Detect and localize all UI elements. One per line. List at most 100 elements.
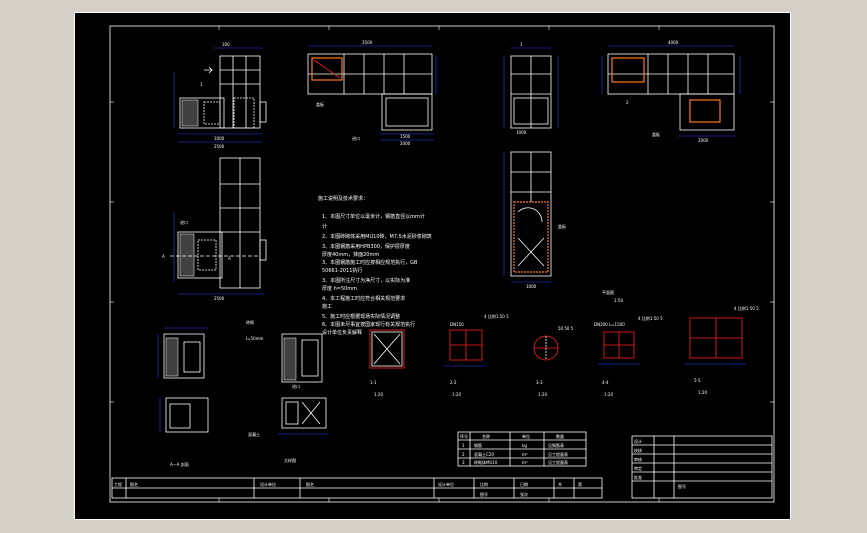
dim-text: DN150 bbox=[450, 322, 464, 327]
plan-view-2: 3500 1500 2000 盖板 进口 bbox=[307, 40, 437, 146]
plan-view-1: 100 1000 2500 1 bbox=[173, 42, 267, 149]
dim-text: 50 50 5 bbox=[558, 326, 574, 331]
dim-text: 1 bbox=[520, 42, 523, 47]
title-cell: 工程 bbox=[114, 481, 122, 487]
notes-line: 6、本图未尽事宜按国家现行有关规范执行 bbox=[322, 321, 415, 328]
dim-text: 5-5 bbox=[694, 378, 701, 383]
dim-text: 2000 bbox=[400, 141, 411, 146]
outer-frame bbox=[74, 12, 791, 520]
title-cell: 图名 bbox=[130, 481, 138, 487]
notes-title: 施工说明及技术要求： bbox=[318, 195, 368, 202]
drawing-sheet: 100 1000 2500 1 3500 1500 2000 盖板 进口 1 1… bbox=[74, 12, 791, 520]
table-cell: 见工程量表 bbox=[548, 451, 568, 457]
table-cell: 混凝土C20 bbox=[474, 451, 494, 457]
dim-text: 4-4 bbox=[602, 380, 609, 385]
notes-line: 3、本图钢筋施工时应按相应规范执行，GB bbox=[322, 259, 418, 266]
title-block-bottom: 工程 图名 设计单位 图名 设计单位 比例 日期 图号 张次 共 第 bbox=[111, 477, 603, 499]
notes-line: 设计单位负责解释 bbox=[322, 329, 362, 336]
dim-text: 盖板 bbox=[652, 131, 660, 137]
title-cell: 图号 bbox=[480, 491, 488, 497]
plan-view-3: 1 1000 bbox=[503, 42, 559, 135]
dim-text: 2500 bbox=[214, 144, 225, 149]
dim-text: 进口 bbox=[292, 383, 300, 389]
title-row-label: 审定 bbox=[634, 465, 642, 471]
plan-view-6: 1000 盖板 平面图 1:50 bbox=[503, 151, 623, 303]
dim-text: 盖板 bbox=[316, 101, 324, 107]
title-row-label: 批准 bbox=[634, 474, 642, 480]
dim-text: 4 比例1:50 5 bbox=[484, 313, 509, 319]
cad-drawing: 100 1000 2500 1 3500 1500 2000 盖板 进口 1 1… bbox=[74, 12, 791, 520]
table-header: 单位 bbox=[522, 433, 530, 439]
construction-notes: 施工说明及技术要求： 1、本图尺寸单位以毫米计，钢筋直径以mm计 计 2、本图砖… bbox=[318, 195, 432, 336]
notes-line: 计 bbox=[322, 223, 327, 230]
dim-text: 2000 bbox=[698, 138, 709, 143]
dim-text: A bbox=[162, 254, 165, 259]
dim-text: 1000 bbox=[214, 136, 225, 141]
table-cell: 3 bbox=[462, 460, 465, 465]
title-cell: 第 bbox=[578, 481, 582, 487]
dim-text: 1:20 bbox=[698, 390, 707, 395]
table-cell: 见钢筋表 bbox=[548, 442, 564, 448]
title-block-right: 设计 校核 审核 审定 批准 图号 bbox=[631, 435, 773, 499]
table-cell: 1 bbox=[462, 443, 465, 448]
dim-text: 4000 bbox=[668, 40, 679, 45]
title-cell: 张次 bbox=[520, 491, 528, 497]
detail-4: 50 50 5 3-3 1:20 bbox=[533, 326, 574, 397]
dim-text: 砖砌 bbox=[246, 319, 254, 325]
detail-1: 砖砌 I=50mm 进口 混凝土 大样图 bbox=[246, 319, 328, 463]
table-cell: 见工程量表 bbox=[548, 459, 568, 465]
dim-text: A—A 剖面 bbox=[170, 461, 189, 467]
dim-text: 1:20 bbox=[452, 392, 461, 397]
table-cell: m³ bbox=[522, 452, 528, 457]
table-header: 名称 bbox=[482, 433, 490, 439]
table-cell: kg bbox=[522, 443, 527, 448]
dim-text: 2 bbox=[626, 100, 629, 105]
notes-line: 厚度40mm，抹面20mm bbox=[322, 251, 379, 258]
dim-text: 1000 bbox=[516, 130, 527, 135]
notes-line: 3、本图所注尺寸为净尺寸，以实际为准 bbox=[322, 277, 410, 284]
dim-text: 进口 bbox=[352, 135, 360, 141]
detail-6: 4 比例1:50 5 5-5 1:20 bbox=[684, 305, 759, 395]
dim-text: 1000 bbox=[526, 284, 537, 289]
dim-text: 1-1 bbox=[370, 380, 377, 385]
dim-text: DN200 L=1500 bbox=[594, 322, 625, 327]
notes-line: 50661-2011执行 bbox=[322, 267, 362, 274]
title-cell: 设计单位 bbox=[260, 481, 276, 487]
dim-text: 3500 bbox=[362, 40, 373, 45]
title-cell: 图名 bbox=[306, 481, 314, 487]
dim-text: 盖板 bbox=[558, 223, 566, 229]
inner-border bbox=[109, 25, 775, 503]
dim-text: A bbox=[228, 256, 231, 261]
dim-text: 进口 bbox=[180, 219, 188, 225]
border-ticks bbox=[110, 26, 774, 502]
dim-text: I=50mm bbox=[246, 336, 264, 341]
table-cell: m³ bbox=[522, 460, 528, 465]
dim-text: 2-2 bbox=[450, 380, 457, 385]
material-table: 序号 名称 单位 数量 1 钢筋 kg 见钢筋表 2 混凝土C20 m³ 见工程… bbox=[457, 431, 587, 467]
title-cell: 比例 bbox=[480, 481, 488, 487]
plan-view-5: A A 2500 进口 bbox=[162, 157, 267, 301]
table-cell: 砖砌体MU10 bbox=[474, 459, 498, 465]
title-row-label: 校核 bbox=[634, 447, 642, 453]
detail-3: DN150 4 比例1:50 5 2-2 1:20 bbox=[444, 313, 509, 397]
detail-2: 1-1 1:20 bbox=[369, 329, 405, 397]
notes-line: 厚度 h=50mm bbox=[322, 285, 357, 292]
notes-line: 3、本图钢筋采用HPB300，保护层厚度 bbox=[322, 243, 410, 250]
notes-line: 2、本图砖砌体采用MU10砖，M7.5水泥砂浆砌筑 bbox=[322, 233, 432, 240]
plan-view-4: 4000 2000 2 盖板 bbox=[601, 40, 741, 143]
dim-text: 1:20 bbox=[538, 392, 547, 397]
dim-text: 1:20 bbox=[604, 392, 613, 397]
title-cell: 共 bbox=[558, 481, 562, 487]
dim-text: 100 bbox=[222, 42, 230, 47]
dim-text: 大样图 bbox=[284, 457, 296, 463]
dim-text: 4 比例1:50 5 bbox=[638, 315, 663, 321]
title-row-label: 审核 bbox=[634, 456, 642, 462]
notes-line: 4、本工程施工时应符合相关规范要求 bbox=[322, 295, 405, 302]
dim-text: 3-3 bbox=[536, 380, 543, 385]
notes-line: 1、本图尺寸单位以毫米计，钢筋直径以mm计 bbox=[322, 213, 425, 220]
dim-text: 平面图 bbox=[602, 289, 614, 295]
notes-line: 5、施工时应根据现场实际情况调整 bbox=[322, 313, 400, 320]
title-cell: 设计单位 bbox=[438, 481, 454, 487]
detail-5: DN200 L=1500 4 比例1:50 5 4-4 1:20 bbox=[594, 315, 663, 397]
dim-text: 混凝土 bbox=[248, 431, 260, 437]
